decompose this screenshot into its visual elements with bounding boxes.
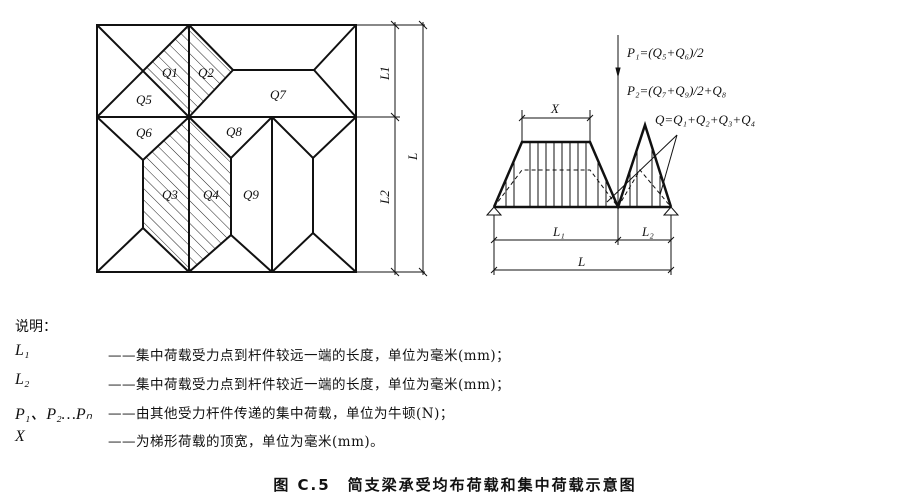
dashed-load-lines bbox=[493, 169, 672, 208]
label-q6: Q6 bbox=[136, 125, 152, 140]
hatched-area-q3-q4 bbox=[143, 117, 231, 272]
arrow-head-icon bbox=[615, 67, 621, 77]
figure-caption: 图 C.5 简支梁承受均布荷载和集中荷载示意图 bbox=[273, 476, 637, 494]
label-q1: Q1 bbox=[162, 65, 178, 80]
label-q8: Q8 bbox=[226, 124, 242, 139]
formula-p1: P₁=(Q₅+Q₆)/2 bbox=[626, 45, 704, 60]
floor-plan bbox=[96, 24, 357, 273]
legend-symbol-l2: L₂ bbox=[15, 371, 30, 388]
label-beam-l1: L₁ bbox=[552, 224, 565, 239]
label-q4: Q4 bbox=[203, 187, 219, 202]
legend-symbol-l1: L₁ bbox=[15, 342, 30, 359]
label-l2: L2 bbox=[377, 190, 392, 205]
legend-symbol-x: X bbox=[15, 428, 25, 445]
formula-p2: P₂=(Q₇+Q₉)/2+Q₈ bbox=[626, 83, 727, 98]
legend-text-x: ——为梯形荷载的顶宽，单位为毫米(mm)。 bbox=[108, 434, 385, 450]
legend-heading: 说明： bbox=[15, 319, 57, 335]
label-l1: L1 bbox=[377, 66, 392, 81]
label-l: L bbox=[405, 153, 420, 161]
plan-dimensions bbox=[356, 20, 428, 277]
load-outline bbox=[492, 120, 673, 211]
label-q9: Q9 bbox=[243, 187, 259, 202]
label-q2: Q2 bbox=[198, 65, 214, 80]
label-q3: Q3 bbox=[162, 187, 178, 202]
legend-symbol-p: P₁、P₂…Pₙ bbox=[15, 406, 93, 423]
label-x: X bbox=[550, 101, 560, 116]
beam-diagram bbox=[485, 35, 680, 275]
load-hatching bbox=[505, 142, 661, 207]
q-leader-lines bbox=[606, 134, 678, 203]
formula-q: Q=Q₁+Q₂+Q₃+Q₄ bbox=[655, 112, 756, 127]
legend-text-l2: ——集中荷载受力点到杆件较近一端的长度，单位为毫米(mm)； bbox=[108, 377, 511, 393]
legend-text-l1: ——集中荷载受力点到杆件较远一端的长度，单位为毫米(mm)； bbox=[108, 348, 511, 364]
label-beam-l2: L₂ bbox=[641, 224, 654, 239]
label-q5: Q5 bbox=[136, 92, 152, 107]
label-beam-l: L bbox=[577, 254, 585, 269]
label-q7: Q7 bbox=[270, 87, 286, 102]
legend-text-p: ——由其他受力杆件传递的集中荷载，单位为牛顿(N)； bbox=[108, 406, 454, 422]
beam-dimensions bbox=[490, 110, 675, 275]
